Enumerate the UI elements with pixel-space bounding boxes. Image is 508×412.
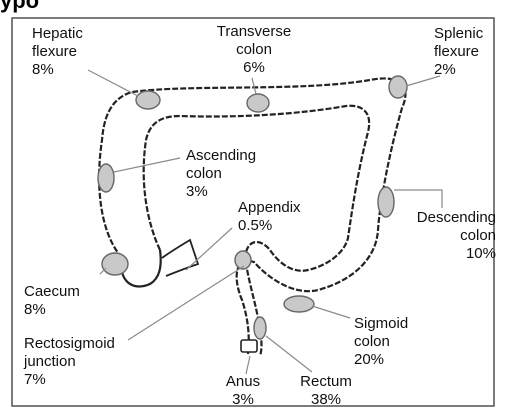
caecum-site bbox=[102, 253, 128, 275]
descending-colon-percent: 10% bbox=[466, 245, 496, 262]
rectosigmoid-name-2: junction bbox=[23, 353, 76, 370]
sigmoid-colon-name-1: Sigmoid bbox=[354, 315, 408, 332]
transverse-colon-site bbox=[247, 94, 269, 112]
ascending-colon-site bbox=[98, 164, 114, 192]
rectum-name: Rectum bbox=[300, 373, 352, 390]
anus-name: Anus bbox=[226, 373, 260, 390]
appendix-percent: 0.5% bbox=[238, 217, 272, 234]
anus-percent: 3% bbox=[232, 391, 254, 408]
splenic-flexure-site bbox=[389, 76, 407, 98]
sigmoid-colon-percent: 20% bbox=[354, 351, 384, 368]
rectum-percent: 38% bbox=[311, 391, 341, 408]
rectosigmoid-name-1: Rectosigmoid bbox=[24, 335, 115, 352]
header-fragment: ypo bbox=[0, 0, 39, 13]
splenic-flexure-percent: 2% bbox=[434, 61, 456, 78]
appendix-name: Appendix bbox=[238, 199, 301, 216]
descending-colon-name-1: Descending bbox=[417, 209, 496, 226]
rectum-site bbox=[254, 317, 266, 339]
hepatic-flexure-site bbox=[136, 91, 160, 109]
descending-colon-site bbox=[378, 187, 394, 217]
descending-colon-name-2: colon bbox=[460, 227, 496, 244]
hepatic-flexure-name-2: flexure bbox=[32, 43, 77, 60]
sigmoid-colon-site bbox=[284, 296, 314, 312]
caecum-percent: 8% bbox=[24, 301, 46, 318]
ascending-colon-name-2: colon bbox=[186, 165, 222, 182]
ascending-colon-percent: 3% bbox=[186, 183, 208, 200]
rectosigmoid-percent: 7% bbox=[24, 371, 46, 388]
splenic-flexure-name-1: Splenic bbox=[434, 25, 484, 42]
transverse-colon-name-2: colon bbox=[236, 41, 272, 58]
splenic-flexure-name-2: flexure bbox=[434, 43, 479, 60]
hepatic-flexure-percent: 8% bbox=[32, 61, 54, 78]
transverse-colon-percent: 6% bbox=[243, 59, 265, 76]
sigmoid-colon-name-2: colon bbox=[354, 333, 390, 350]
hepatic-flexure-name-1: Hepatic bbox=[32, 25, 83, 42]
transverse-colon-name-1: Transverse bbox=[217, 23, 291, 40]
ascending-colon-name-1: Ascending bbox=[186, 147, 256, 164]
caecum-name: Caecum bbox=[24, 283, 80, 300]
